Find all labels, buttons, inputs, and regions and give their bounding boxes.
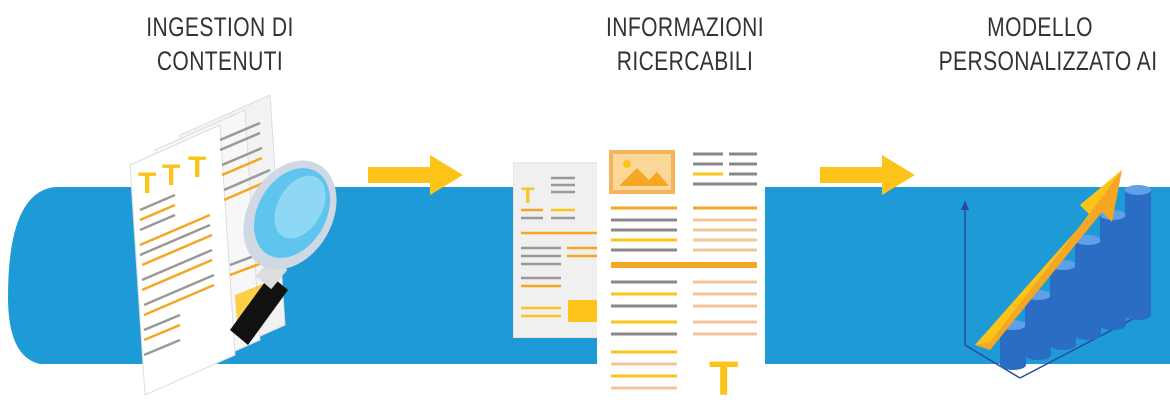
step-title-line: INFORMAZIONI bbox=[606, 12, 764, 42]
t-letter-icon: T bbox=[521, 183, 535, 208]
arrow-right-icon bbox=[820, 155, 915, 195]
step-title-custom-ai-model: MODELLO PERSONALIZZATO AI bbox=[938, 10, 1158, 78]
step-title-line: CONTENUTI bbox=[156, 46, 284, 76]
documents-magnifier-icon: T T T bbox=[129, 95, 337, 395]
growth-chart-icon bbox=[961, 170, 1151, 379]
structured-document-icon: T bbox=[513, 162, 613, 338]
step-title-line: INGESTION DI bbox=[146, 12, 294, 42]
t-letter-icon: T bbox=[138, 167, 156, 200]
step-title-ingestion: INGESTION DI CONTENUTI bbox=[126, 10, 313, 78]
t-letter-icon: T bbox=[709, 353, 738, 400]
t-letter-icon: T bbox=[188, 151, 206, 184]
step-title-line: PERSONALIZZATO AI bbox=[938, 46, 1158, 76]
t-letter-icon: T bbox=[162, 159, 180, 192]
arrow-right-icon bbox=[368, 155, 463, 195]
step-title-line: MODELLO bbox=[987, 12, 1093, 42]
step-title-line: RICERCABILI bbox=[616, 46, 754, 76]
searchable-document-page: T bbox=[597, 140, 765, 400]
step-title-searchable-info: INFORMAZIONI RICERCABILI bbox=[591, 10, 778, 78]
